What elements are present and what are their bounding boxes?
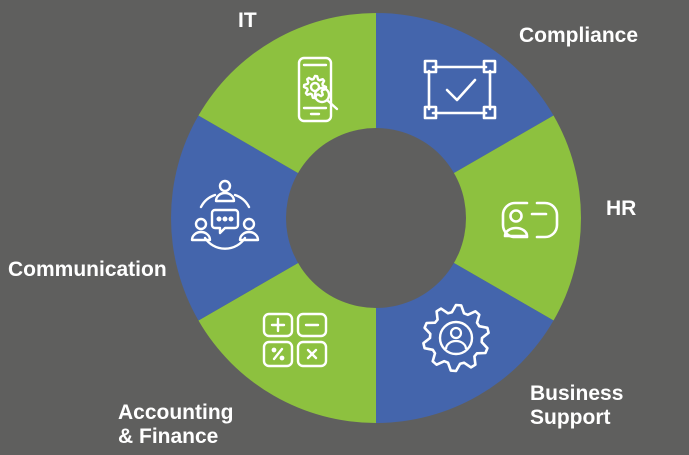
segment-label-business-support: Business Support: [530, 382, 624, 429]
wheel-center-hole: [286, 128, 466, 308]
phone-settings-icon: [297, 56, 339, 123]
calculator-icon: [262, 312, 328, 368]
segment-label-communication: Communication: [8, 258, 167, 281]
segment-label-compliance: Compliance: [519, 24, 639, 47]
team-chat-icon: [190, 179, 260, 250]
segment-hr: [376, 115, 581, 321]
segment-label-it: IT: [238, 9, 257, 32]
gear-user-icon: [422, 303, 490, 373]
id-card-icon: [501, 201, 559, 239]
segment-label-accounting-finance: Accounting & Finance: [118, 401, 234, 448]
segment-communication: [171, 115, 376, 321]
segment-label-hr: HR: [606, 197, 637, 220]
checkbox-frame-icon: [423, 59, 497, 120]
